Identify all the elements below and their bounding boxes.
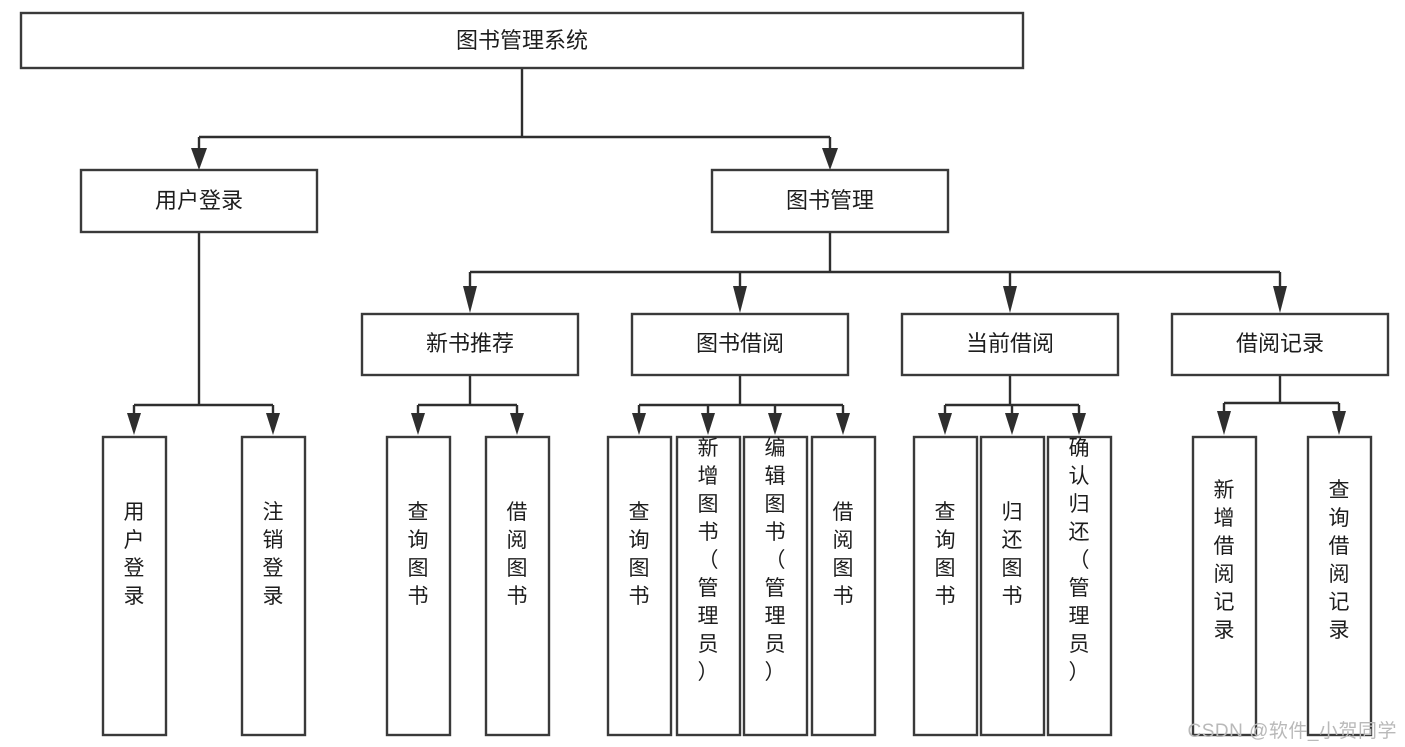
connector-group-userlogin bbox=[127, 232, 280, 435]
node-leaf-confirm-return-box[interactable] bbox=[1046, 435, 1113, 737]
node-leaf-query-book-3[interactable]: 查询图书 bbox=[912, 435, 979, 737]
node-current-borrow[interactable]: 当前借阅 bbox=[900, 312, 1120, 377]
node-user-login-box[interactable] bbox=[79, 168, 319, 234]
node-leaf-return-book[interactable]: 归还图书 bbox=[979, 435, 1046, 737]
node-leaf-borrow-book-1-box[interactable] bbox=[484, 435, 551, 737]
node-leaf-query-book-1-label: 查询图书 bbox=[408, 501, 429, 608]
node-leaf-add-book-box[interactable] bbox=[675, 435, 742, 737]
arrowhead-leaf-return-book bbox=[1005, 413, 1019, 435]
node-user-login-label: 用户登录 bbox=[155, 188, 243, 213]
node-leaf-logout[interactable]: 注销登录 bbox=[240, 435, 307, 737]
connector-group-new-book-recommend bbox=[411, 375, 524, 435]
node-leaf-return-book-box[interactable] bbox=[979, 435, 1046, 737]
node-leaf-query-record-label: 查询借阅记录 bbox=[1329, 479, 1350, 642]
arrowhead-borrow-record bbox=[1273, 286, 1287, 313]
connector-group-current-borrow bbox=[938, 375, 1086, 435]
node-leaf-query-book-3-box[interactable] bbox=[912, 435, 979, 737]
node-borrow-record[interactable]: 借阅记录 bbox=[1170, 312, 1390, 377]
connector-group-root bbox=[191, 68, 838, 170]
node-new-book-recommend-label: 新书推荐 bbox=[426, 331, 514, 356]
node-borrow-record-box[interactable] bbox=[1170, 312, 1390, 377]
arrowhead-userlogin bbox=[191, 148, 207, 170]
node-leaf-query-record-box[interactable] bbox=[1306, 435, 1373, 737]
arrowhead-leaf-user-login bbox=[127, 413, 141, 435]
node-current-borrow-box[interactable] bbox=[900, 312, 1120, 377]
node-leaf-user-login-label: 用户登录 bbox=[124, 501, 145, 608]
node-new-book-recommend[interactable]: 新书推荐 bbox=[360, 312, 580, 377]
node-leaf-user-login-box[interactable] bbox=[101, 435, 168, 737]
node-leaf-borrow-book-1[interactable]: 借阅图书 bbox=[484, 435, 551, 737]
arrowhead-leaf-add-record bbox=[1217, 411, 1231, 435]
node-new-book-recommend-box[interactable] bbox=[360, 312, 580, 377]
node-root-box[interactable] bbox=[19, 11, 1025, 70]
node-leaf-borrow-book-1-label: 借阅图书 bbox=[507, 501, 528, 608]
node-leaf-query-book-2-box[interactable] bbox=[606, 435, 673, 737]
node-leaf-query-book-3-label: 查询图书 bbox=[935, 501, 956, 608]
node-root[interactable]: 图书管理系统 bbox=[19, 11, 1025, 70]
node-leaf-borrow-book-2-label: 借阅图书 bbox=[833, 501, 854, 608]
arrowhead-leaf-query-record bbox=[1332, 411, 1346, 435]
node-borrow-record-label: 借阅记录 bbox=[1236, 331, 1324, 356]
node-book-borrow-box[interactable] bbox=[630, 312, 850, 377]
node-leaf-confirm-return-label: 确认归还（管理员） bbox=[1069, 437, 1090, 684]
node-leaf-query-record[interactable]: 查询借阅记录 bbox=[1306, 435, 1373, 737]
node-leaf-borrow-book-2[interactable]: 借阅图书 bbox=[810, 435, 877, 737]
node-leaf-logout-box[interactable] bbox=[240, 435, 307, 737]
arrowhead-leaf-query-book-3 bbox=[938, 413, 952, 435]
arrowhead-leaf-query-book-2 bbox=[632, 413, 646, 435]
node-leaf-query-book-2[interactable]: 查询图书 bbox=[606, 435, 673, 737]
node-leaf-return-book-label: 归还图书 bbox=[1002, 501, 1023, 608]
node-leaf-query-book-2-label: 查询图书 bbox=[629, 501, 650, 608]
node-book-borrow-label: 图书借阅 bbox=[696, 331, 784, 356]
node-leaf-add-book-label: 新增图书（管理员） bbox=[698, 437, 719, 684]
node-leaf-query-book-1-box[interactable] bbox=[385, 435, 452, 737]
node-current-borrow-label: 当前借阅 bbox=[966, 331, 1054, 356]
node-leaf-borrow-book-2-box[interactable] bbox=[810, 435, 877, 737]
arrowhead-new-book-recommend bbox=[463, 286, 477, 313]
arrowhead-leaf-borrow-book-1 bbox=[510, 413, 524, 435]
node-leaf-edit-book-label: 编辑图书（管理员） bbox=[765, 437, 786, 684]
node-book-borrow[interactable]: 图书借阅 bbox=[630, 312, 850, 377]
arrowhead-bookmgmt bbox=[822, 148, 838, 170]
csdn-watermark: CSDN @软件_小贺同学 bbox=[1187, 721, 1397, 742]
arrowhead-book-borrow bbox=[733, 286, 747, 313]
arrowhead-current-borrow bbox=[1003, 286, 1017, 313]
node-book-management[interactable]: 图书管理 bbox=[710, 168, 950, 234]
node-leaf-confirm-return[interactable]: 确认归还（管理员） bbox=[1046, 435, 1113, 737]
node-leaf-user-login[interactable]: 用户登录 bbox=[101, 435, 168, 737]
arrowhead-leaf-logout bbox=[266, 413, 280, 435]
arrowhead-leaf-query-book-1 bbox=[411, 413, 425, 435]
node-leaf-query-book-1[interactable]: 查询图书 bbox=[385, 435, 452, 737]
node-leaf-add-book[interactable]: 新增图书（管理员） bbox=[675, 435, 742, 737]
arrowhead-leaf-add-book bbox=[701, 413, 715, 435]
connector-group-borrow-record bbox=[1217, 375, 1346, 435]
node-leaf-edit-book-box[interactable] bbox=[742, 435, 809, 737]
node-book-management-label: 图书管理 bbox=[786, 188, 874, 213]
node-leaf-logout-label: 注销登录 bbox=[263, 501, 284, 608]
node-leaf-edit-book[interactable]: 编辑图书（管理员） bbox=[742, 435, 809, 737]
node-leaf-add-record-box[interactable] bbox=[1191, 435, 1258, 737]
connector-group-bookmgmt bbox=[463, 232, 1287, 313]
arrowhead-leaf-edit-book bbox=[768, 413, 782, 435]
node-root-label: 图书管理系统 bbox=[456, 28, 588, 53]
node-book-management-box[interactable] bbox=[710, 168, 950, 234]
connector-group-book-borrow bbox=[632, 375, 850, 435]
arrowhead-leaf-borrow-book-2 bbox=[836, 413, 850, 435]
node-user-login[interactable]: 用户登录 bbox=[79, 168, 319, 234]
node-leaf-add-record-label: 新增借阅记录 bbox=[1214, 479, 1235, 642]
arrowhead-leaf-confirm-return bbox=[1072, 413, 1086, 435]
node-leaf-add-record[interactable]: 新增借阅记录 bbox=[1191, 435, 1258, 737]
